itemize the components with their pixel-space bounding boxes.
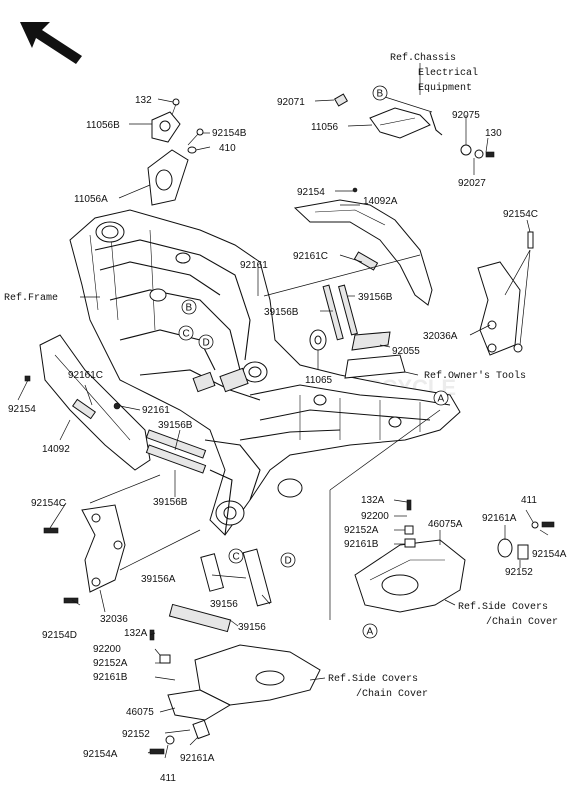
svg-text:A: A <box>367 627 374 638</box>
bracket-32036 <box>43 504 126 604</box>
part-label: 11056B <box>86 120 120 131</box>
callout-d-frame: D <box>198 334 214 350</box>
part-label: 410 <box>219 143 236 154</box>
ref-side-covers-left-2: /Chain Cover <box>356 688 428 700</box>
part-label: 39156B <box>153 497 188 508</box>
part-label: 92071 <box>277 97 305 108</box>
part-label: 32036 <box>100 614 128 625</box>
svg-text:C: C <box>233 552 240 563</box>
callout-d-bottom: D <box>280 552 296 568</box>
part-label: 92027 <box>458 178 486 189</box>
part-label: 132 <box>135 95 152 106</box>
ref-owners-tools: Ref.Owner's Tools <box>424 370 526 382</box>
part-label: 411 <box>160 773 176 784</box>
part-label: 92154 <box>8 404 36 415</box>
part-label: 39156B <box>158 420 193 431</box>
part-label: 92152A <box>93 658 128 669</box>
ref-side-covers-right-1: Ref.Side Covers <box>458 601 548 613</box>
svg-text:D: D <box>203 338 210 349</box>
callout-a-bottom: A <box>362 623 378 639</box>
part-label: 92154B <box>212 128 247 139</box>
part-label: 11056A <box>74 194 108 205</box>
part-label: 130 <box>485 128 502 139</box>
callout-c-frame: C <box>178 325 194 341</box>
ref-frame: Ref.Frame <box>4 292 58 304</box>
part-label: 32036A <box>423 331 458 342</box>
part-label: 11065 <box>305 375 333 386</box>
part-label: 92200 <box>93 644 121 655</box>
part-label: 39156 <box>238 622 266 633</box>
part-labels: 132 11056B 92154B 410 11056A 92071 11056… <box>8 95 567 784</box>
part-label: 92152A <box>344 525 379 536</box>
cover-46075A <box>354 499 555 613</box>
callout-b-top: B <box>372 85 388 101</box>
steering-head-parts <box>147 98 204 206</box>
strip-parts-39156 <box>168 548 272 633</box>
part-label: 411 <box>521 495 537 506</box>
part-label: 46075A <box>428 519 463 530</box>
cover-14092 <box>24 334 207 474</box>
part-label: 92075 <box>452 110 480 121</box>
bracket-32036A <box>477 231 534 356</box>
main-frame-drawing <box>69 209 461 536</box>
strip-parts-39156B <box>309 284 406 379</box>
top-right-bracket-parts <box>333 93 495 159</box>
part-label: 39156B <box>264 307 299 318</box>
part-label: 39156B <box>358 292 393 303</box>
ref-side-covers-right-2: /Chain Cover <box>486 616 558 628</box>
part-label: 39156 <box>210 599 238 610</box>
part-label: 92154 <box>297 187 325 198</box>
cover-14092A <box>293 187 433 306</box>
reference-labels: Ref.Chassis Electrical Equipment Ref.Fra… <box>4 52 558 700</box>
part-label: 92161A <box>180 753 215 764</box>
part-label: 92154C <box>31 498 66 509</box>
part-label: 92154A <box>83 749 118 760</box>
part-label: 92055 <box>392 346 420 357</box>
callout-circles: B B C D A C D A <box>178 85 449 639</box>
ref-chassis-line2: Electrical <box>418 67 478 79</box>
ref-chassis-line1: Ref.Chassis <box>390 52 456 64</box>
ref-chassis-line3: Equipment <box>418 82 472 94</box>
svg-text:B: B <box>186 303 193 314</box>
cover-46075 <box>149 629 321 755</box>
part-label: 14092 <box>42 444 70 455</box>
part-label: 92154D <box>42 630 77 641</box>
part-label: 92161C <box>68 370 103 381</box>
part-label: 92161B <box>93 672 128 683</box>
part-label: 92161A <box>482 513 517 524</box>
part-label: 92161 <box>142 405 170 416</box>
part-label: 92200 <box>361 511 389 522</box>
part-label: 92152 <box>505 567 533 578</box>
front-direction-arrow-icon <box>20 22 82 64</box>
part-label: 14092A <box>363 196 398 207</box>
callout-b-frame: B <box>181 299 197 315</box>
part-label: 132A <box>124 628 148 639</box>
part-label: 39156A <box>141 574 176 585</box>
svg-text:D: D <box>285 556 292 567</box>
svg-text:A: A <box>438 394 445 405</box>
part-label: 92152 <box>122 729 150 740</box>
part-label: 92161C <box>293 251 328 262</box>
svg-text:C: C <box>183 329 190 340</box>
svg-text:B: B <box>377 89 384 100</box>
part-label: 92154C <box>503 209 538 220</box>
part-label: 46075 <box>126 707 154 718</box>
part-label: 92161 <box>240 260 268 271</box>
callout-a-frame: A <box>433 390 449 406</box>
leader-lines <box>17 63 549 759</box>
callout-c-bottom: C <box>228 548 244 564</box>
part-label: 11056 <box>311 122 339 133</box>
part-label: 92154A <box>532 549 567 560</box>
ref-side-covers-left-1: Ref.Side Covers <box>328 673 418 685</box>
part-label: 132A <box>361 495 385 506</box>
part-label: 92161B <box>344 539 379 550</box>
